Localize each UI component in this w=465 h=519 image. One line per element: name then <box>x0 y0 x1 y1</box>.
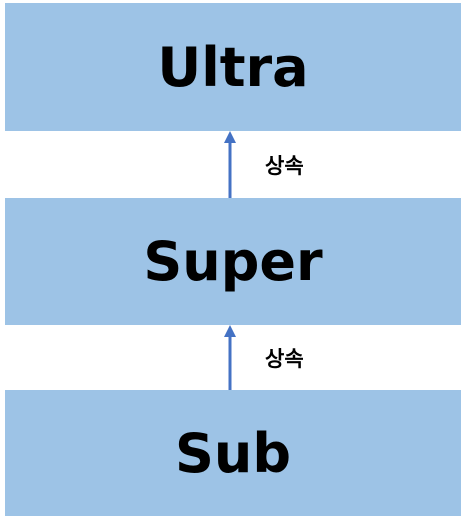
sub-class-box: Sub <box>5 390 461 516</box>
inheritance-arrow-super-to-ultra <box>222 131 238 198</box>
sub-class-label: Sub <box>175 421 291 485</box>
arrow-up-icon <box>224 325 236 390</box>
inheritance-label-1: 상속 <box>265 154 304 178</box>
ultra-class-box: Ultra <box>5 3 461 131</box>
inheritance-label-2: 상속 <box>265 347 304 371</box>
inheritance-arrow-sub-to-super <box>222 325 238 390</box>
arrow-up-icon <box>224 131 236 198</box>
super-class-label: Super <box>143 230 323 293</box>
super-class-box: Super <box>5 198 461 325</box>
ultra-class-label: Ultra <box>157 35 309 99</box>
